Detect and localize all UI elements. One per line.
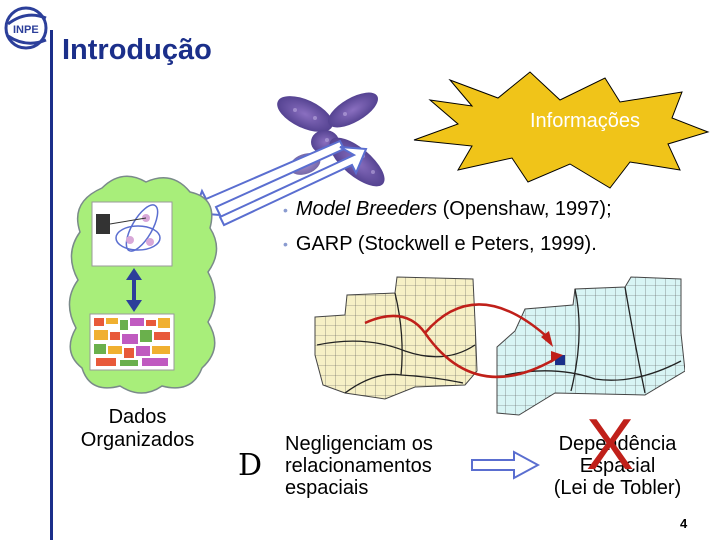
- left-map: [314, 276, 478, 400]
- bullet-text: GARP (Stockwell e Peters, 1999).: [295, 232, 597, 255]
- title-rule: [50, 30, 53, 540]
- inpe-logo: INPE: [4, 6, 48, 50]
- right-map: [496, 276, 685, 416]
- dependence-text: Dependência Espacial (Lei de Tobler): [535, 433, 700, 499]
- right-arrow-icon: [471, 450, 540, 480]
- bullet-item: • GARP (Stockwell e Peters, 1999).: [283, 227, 703, 262]
- starburst-label: Informações: [529, 110, 641, 132]
- logo-text: INPE: [13, 24, 39, 36]
- page-number: 4: [680, 516, 688, 531]
- bullet-dot-icon: •: [283, 236, 288, 253]
- dependence-line1: Dependência: [558, 433, 677, 455]
- double-arrow: [192, 139, 368, 227]
- dependence-line2: Espacial: [579, 455, 656, 477]
- cloud-caption-line2: Organizados: [80, 429, 195, 451]
- neglect-line3: espaciais: [285, 477, 369, 499]
- cross-mark-icon: X: [586, 405, 635, 485]
- cloud-caption: Dados Organizados: [60, 406, 215, 452]
- bullet-symbol-icon: D: [238, 448, 263, 483]
- bullet-text: (Openshaw, 1997);: [437, 198, 612, 220]
- organized-data-cloud: [68, 175, 218, 394]
- bullet-list: • Model Breeders (Openshaw, 1997); • GARP …: [283, 192, 703, 261]
- neglect-line1: Negligenciam os: [285, 433, 433, 455]
- informacoes-starburst: [413, 71, 710, 189]
- bullet-italic: Model Breeders: [295, 198, 438, 220]
- bullet-dot-icon: •: [283, 201, 288, 218]
- neglect-text: Negligenciam os relacionamentos espaciai…: [285, 433, 433, 499]
- maps-figure: [314, 276, 685, 416]
- dependence-line3: (Lei de Tobler): [553, 477, 682, 499]
- cloud-caption-line1: Dados: [108, 406, 167, 428]
- bullet-item: • Model Breeders (Openshaw, 1997);: [283, 192, 703, 227]
- page-title: Introdução: [62, 34, 212, 66]
- neglect-line2: relacionamentos: [285, 455, 432, 477]
